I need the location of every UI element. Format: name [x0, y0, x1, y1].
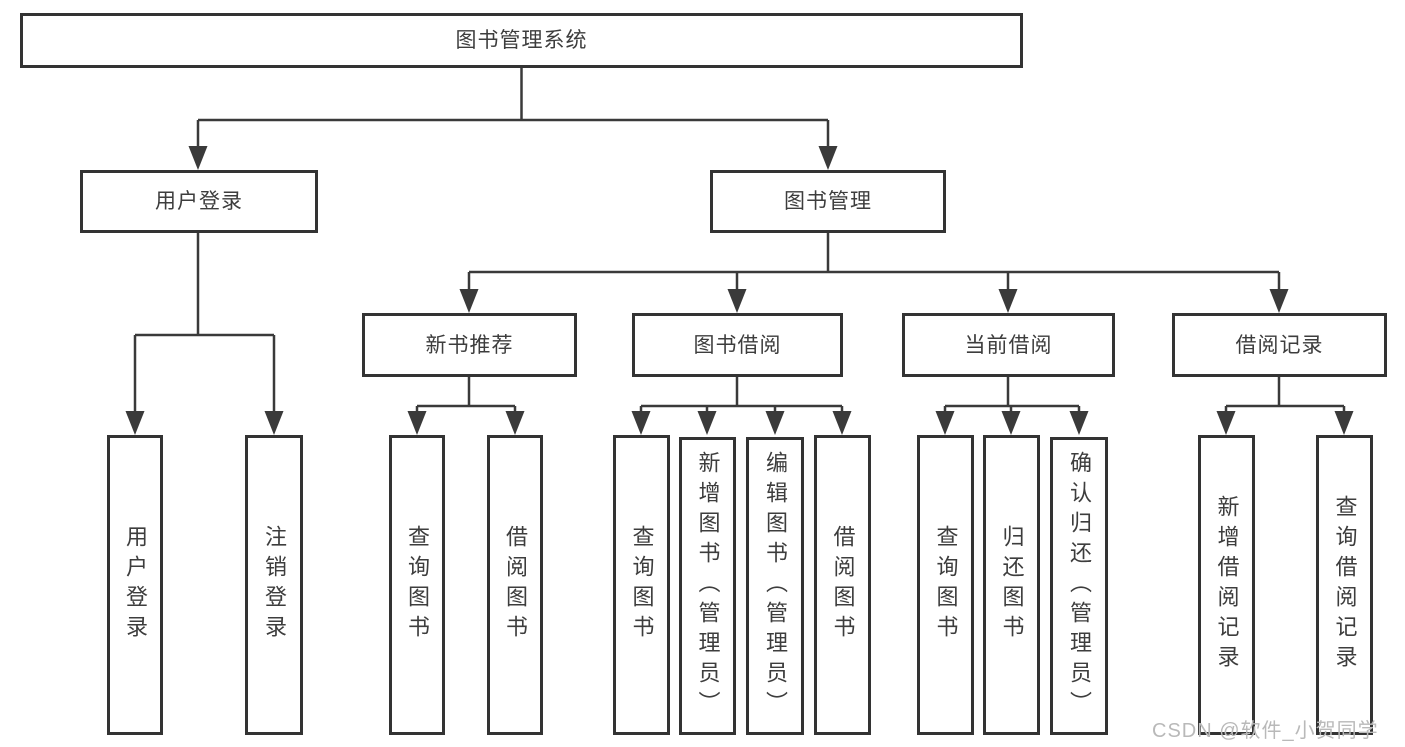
- leaf-search-borrow-record: 查询借阅记录: [1316, 435, 1373, 735]
- leaf-search-books-recommend: 查询图书: [389, 435, 445, 735]
- node-label: 借阅记录: [1235, 333, 1324, 357]
- node-label: 借阅图书: [830, 525, 856, 645]
- node-label: 借阅图书: [503, 525, 528, 645]
- node-label: 归还图书: [999, 525, 1025, 645]
- node-label: 图书管理系统: [455, 29, 588, 52]
- node-label: 图书借阅: [693, 333, 782, 357]
- node-label: 查询图书: [629, 525, 655, 645]
- leaf-search-books-current: 查询图书: [917, 435, 974, 735]
- node-label: 新增图书（管理员）: [695, 451, 721, 721]
- node-label: 编辑图书（管理员）: [763, 451, 788, 721]
- node-label: 用户登录: [155, 190, 243, 213]
- leaf-logout: 注销登录: [245, 435, 303, 735]
- node-user-login: 用户登录: [80, 170, 318, 233]
- leaf-borrow-books: 借阅图书: [814, 435, 871, 735]
- leaf-search-books-borrowing: 查询图书: [613, 435, 670, 735]
- node-current-borrowing: 当前借阅: [902, 313, 1115, 377]
- leaf-borrow-books-recommend: 借阅图书: [487, 435, 543, 735]
- node-label: 查询图书: [405, 525, 430, 645]
- leaf-confirm-return-admin: 确认归还（管理员）: [1050, 437, 1108, 735]
- node-book-management: 图书管理: [710, 170, 946, 233]
- node-library-system: 图书管理系统: [20, 13, 1023, 68]
- leaf-return-books: 归还图书: [983, 435, 1040, 735]
- node-label: 查询借阅记录: [1332, 495, 1358, 675]
- node-label: 新增借阅记录: [1214, 495, 1240, 675]
- node-label: 确认归还（管理员）: [1067, 451, 1092, 721]
- node-label: 查询图书: [933, 525, 959, 645]
- node-label: 注销登录: [262, 525, 287, 645]
- node-borrowing-records: 借阅记录: [1172, 313, 1387, 377]
- node-label: 用户登录: [123, 525, 148, 645]
- watermark: CSDN @软件_小贺同学: [1152, 720, 1379, 742]
- leaf-user-login: 用户登录: [107, 435, 163, 735]
- leaf-add-borrow-record: 新增借阅记录: [1198, 435, 1255, 735]
- node-label: 当前借阅: [964, 333, 1053, 357]
- leaf-edit-books-admin: 编辑图书（管理员）: [746, 437, 804, 735]
- node-label: 图书管理: [784, 190, 872, 213]
- leaf-add-books-admin: 新增图书（管理员）: [679, 437, 736, 735]
- arrowheads: [125, 146, 1354, 435]
- node-label: 新书推荐: [425, 333, 514, 357]
- node-book-borrowing: 图书借阅: [632, 313, 843, 377]
- node-new-book-recommend: 新书推荐: [362, 313, 577, 377]
